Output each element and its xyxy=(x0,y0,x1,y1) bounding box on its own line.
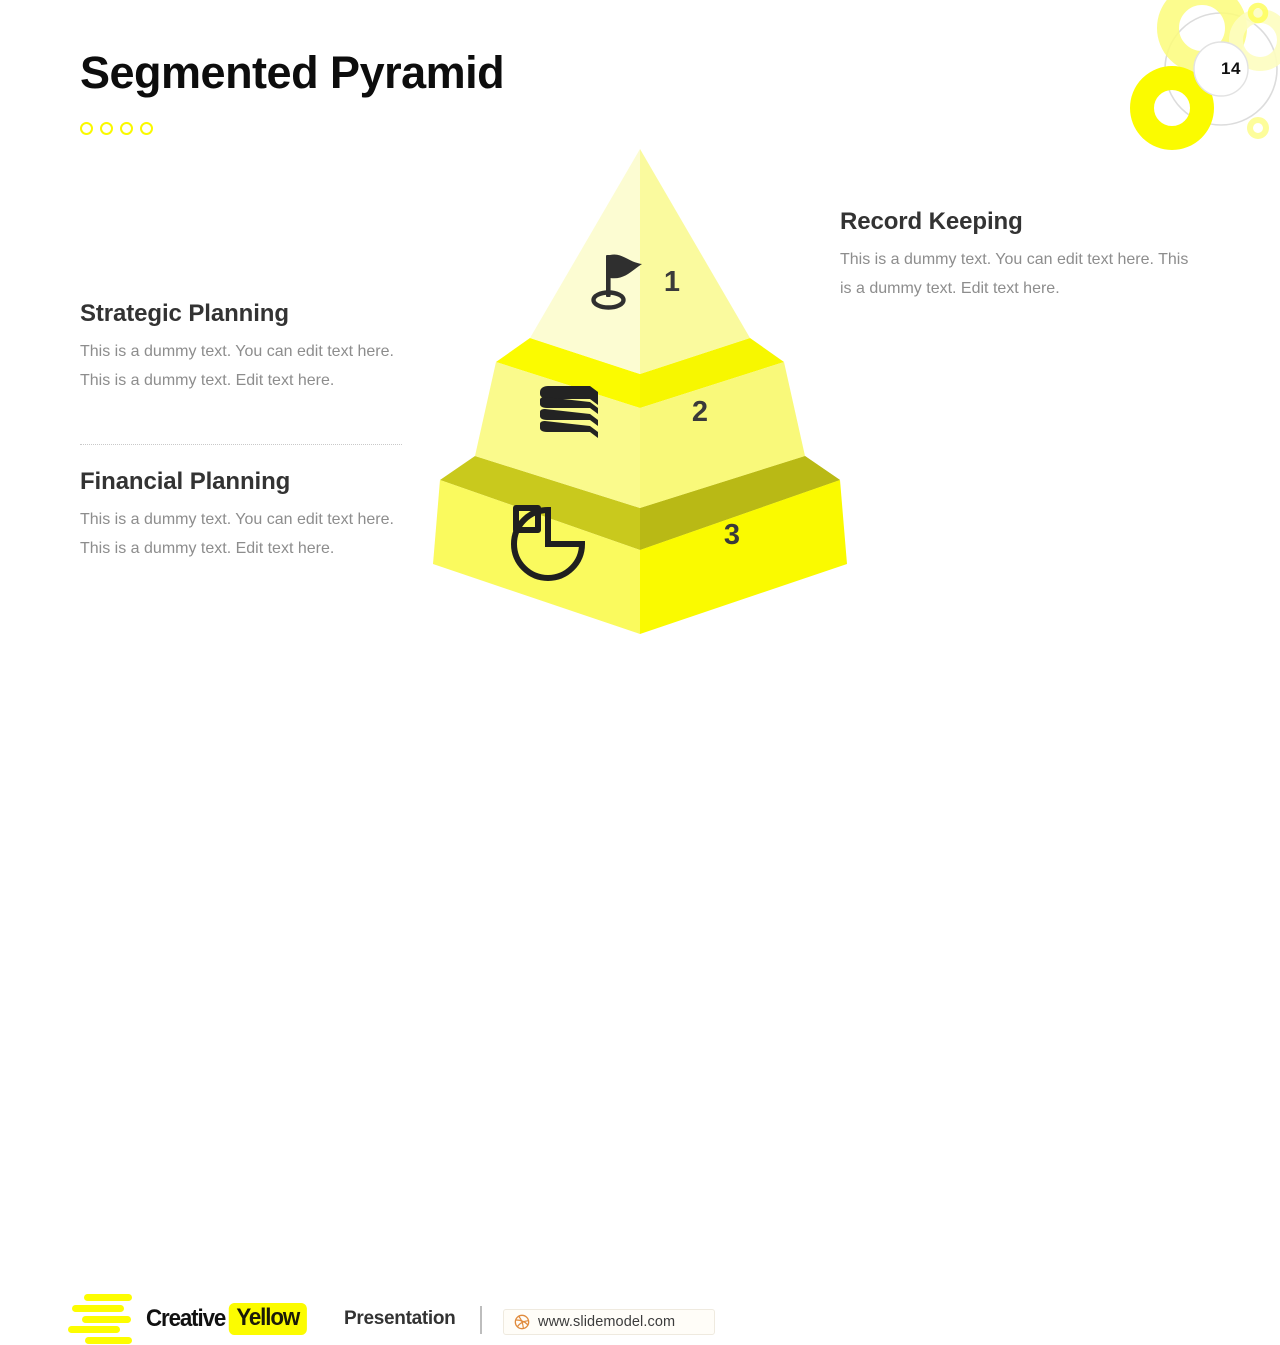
ring-large-yellow-icon xyxy=(1130,66,1214,150)
slide-number: 14 xyxy=(1221,59,1241,78)
text-block-financial-planning: Financial Planning This is a dummy text.… xyxy=(80,468,425,563)
ring-tiny-top-icon xyxy=(1247,2,1269,24)
pyramid-number-3: 3 xyxy=(723,519,741,551)
block-divider xyxy=(80,444,402,445)
website-url-box[interactable]: www.slidemodel.com xyxy=(503,1309,715,1335)
pyramid-number-1: 1 xyxy=(663,266,681,298)
dribbble-icon xyxy=(514,1314,530,1330)
text-block-strategic-planning: Strategic Planning This is a dummy text.… xyxy=(80,300,425,395)
corner-decoration xyxy=(1120,0,1280,155)
title-dot-icon xyxy=(100,122,113,135)
brand-name: Creative Yellow xyxy=(146,1303,307,1335)
ring-medium-pale-icon xyxy=(1157,0,1247,73)
title-dot-icon xyxy=(120,122,133,135)
segment-3-left-face xyxy=(433,480,640,634)
footer-category: Presentation xyxy=(344,1308,456,1329)
pyramid-number-2: 2 xyxy=(691,396,709,428)
segment-1-right-face xyxy=(640,149,750,374)
footer-divider xyxy=(480,1306,482,1334)
block-body: This is a dummy text. You can edit text … xyxy=(840,251,1189,298)
block-heading: Strategic Planning xyxy=(80,300,289,327)
title-dot-icon xyxy=(80,122,93,135)
page-title: Segmented Pyramid xyxy=(80,47,505,98)
segment-2-right-face xyxy=(640,362,805,508)
title-dot-icon xyxy=(140,122,153,135)
text-block-record-keeping: Record Keeping This is a dummy text. You… xyxy=(840,208,1190,303)
pyramid-segment-1[interactable] xyxy=(530,149,750,374)
pie-chart-icon xyxy=(511,505,586,581)
segment-3-top-face-right xyxy=(640,456,840,550)
title-dots xyxy=(80,122,153,135)
segment-3-right-face xyxy=(640,480,847,634)
block-body: This is a dummy text. You can edit text … xyxy=(80,343,394,390)
block-heading: Financial Planning xyxy=(80,468,291,495)
brand-first-word: Creative xyxy=(146,1305,226,1332)
website-url-text: www.slidemodel.com xyxy=(538,1314,676,1330)
pyramid-segment-3[interactable] xyxy=(433,456,847,634)
golf-flag-icon xyxy=(591,254,642,310)
segment-2-left-face xyxy=(475,362,640,508)
book-stack-icon xyxy=(540,386,598,438)
segment-1-left-face xyxy=(530,149,640,374)
brand-highlight-word: Yellow xyxy=(228,1303,307,1335)
segment-2-top-face-right xyxy=(640,338,784,408)
segmented-pyramid-diagram xyxy=(430,140,855,645)
block-body: This is a dummy text. You can edit text … xyxy=(80,511,394,558)
segment-2-top-face-left xyxy=(496,338,640,408)
pyramid-segment-2[interactable] xyxy=(475,338,805,508)
creative-yellow-logo-icon xyxy=(68,1293,134,1345)
block-heading: Record Keeping xyxy=(840,208,1023,235)
ring-tiny-bottom-icon xyxy=(1247,117,1269,139)
footer: Creative Yellow Presentation www.slidemo… xyxy=(0,640,1280,1344)
